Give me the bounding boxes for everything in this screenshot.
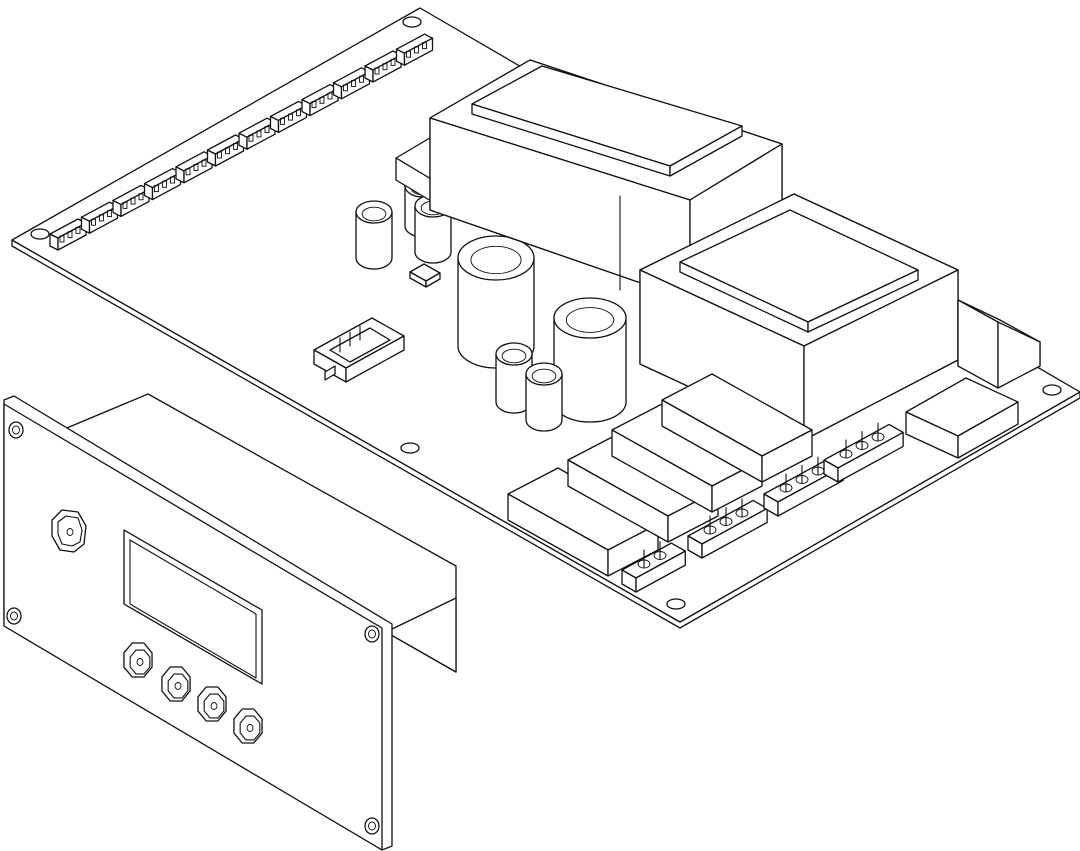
terminal-block <box>395 33 434 66</box>
terminal-block <box>238 117 276 150</box>
push-button-icon <box>197 686 227 722</box>
terminal-block <box>301 83 339 117</box>
mount-hole-icon <box>402 16 422 28</box>
relay-group <box>507 373 813 577</box>
push-button-icon <box>233 708 263 744</box>
transformer-small <box>639 193 959 441</box>
ribbon-header-connector <box>313 317 405 383</box>
screw-icon <box>364 625 380 643</box>
lcd-window <box>123 529 263 685</box>
push-button-icon <box>161 666 191 702</box>
terminal-block <box>80 201 119 234</box>
terminal-block <box>269 100 308 134</box>
screw-icon <box>6 607 22 625</box>
header-connector-group <box>621 422 904 593</box>
relay <box>507 467 659 577</box>
terminal-block <box>143 167 182 201</box>
display-module <box>3 393 457 851</box>
terminal-block <box>175 151 213 184</box>
mount-hole-icon <box>666 598 686 610</box>
smd-chip <box>409 263 441 288</box>
header-connector <box>621 540 686 593</box>
push-button-icon <box>123 642 153 678</box>
header-connector <box>687 498 768 559</box>
screw-icon <box>8 421 24 439</box>
terminal-strip <box>49 33 434 251</box>
capacitor <box>457 235 535 369</box>
mount-hole-icon <box>400 442 420 454</box>
screw-icon <box>364 817 380 835</box>
capacitor <box>553 297 627 423</box>
mount-hole-icon <box>1042 384 1062 396</box>
knob-icon <box>51 509 87 553</box>
terminal-block <box>206 134 245 167</box>
capacitor <box>495 342 533 414</box>
right-edge-blocks <box>905 299 1041 459</box>
capacitor <box>525 362 563 432</box>
capacitor <box>355 200 393 270</box>
header-connector <box>763 456 844 517</box>
mount-hole-icon <box>30 228 50 240</box>
terminal-block <box>112 184 150 218</box>
header-connector <box>823 422 904 483</box>
relay <box>661 373 813 483</box>
terminal-block <box>364 50 402 83</box>
terminal-block <box>332 67 371 100</box>
display-button-group <box>123 642 263 744</box>
